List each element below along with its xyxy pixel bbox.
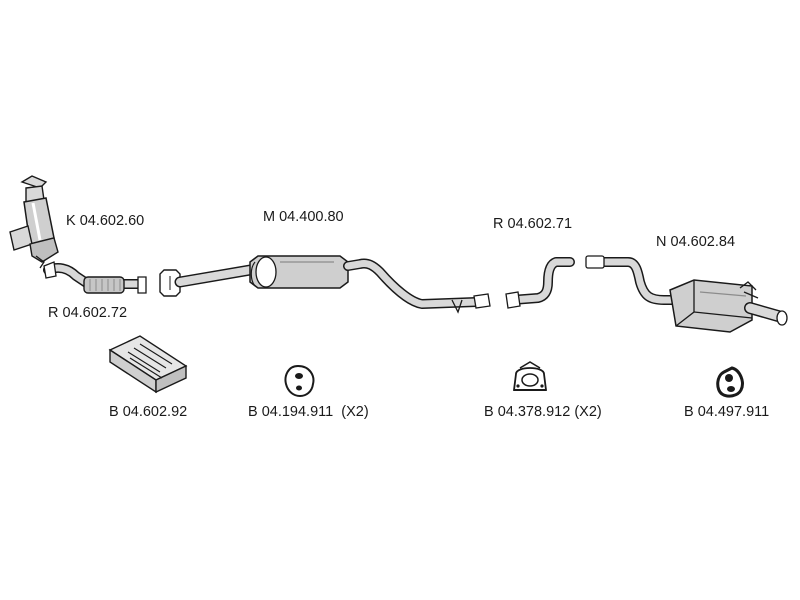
rubber-hanger-bracket-label: B 04.378.912 (X2) — [484, 405, 602, 420]
rubber-hanger-round-code: B 04.497.911 — [684, 404, 770, 420]
rubber-hanger-oval-label: B 04.194.911 (X2) — [248, 405, 369, 420]
rubber-hanger-bracket — [512, 361, 548, 391]
intermediate-pipe — [505, 257, 575, 309]
mounting-kit — [108, 335, 188, 394]
front-pipe-code: R 04.602.72 — [48, 305, 128, 321]
catalytic-converter — [9, 175, 59, 269]
rear-silencer-code: N 04.602.84 — [656, 234, 736, 250]
middle-silencer-code: M 04.400.80 — [263, 209, 344, 225]
rubber-hanger-oval-code: B 04.194.911 — [248, 404, 334, 420]
rubber-hanger-bracket-code: B 04.378.912 — [484, 404, 571, 420]
mounting-kit-code: B 04.602.92 — [109, 404, 188, 420]
rear-silencer — [585, 255, 788, 333]
rubber-hanger-bracket-quantity: (X2) — [574, 404, 602, 420]
rubber-hanger-oval — [284, 364, 315, 398]
catalytic-converter-code: K 04.602.60 — [66, 213, 145, 229]
front-pipe — [43, 261, 147, 294]
rubber-hanger-round — [716, 366, 744, 398]
rubber-hanger-oval-quantity: (X2) — [341, 404, 369, 420]
intermediate-pipe-code: R 04.602.71 — [493, 216, 573, 232]
middle-silencer — [159, 255, 491, 314]
